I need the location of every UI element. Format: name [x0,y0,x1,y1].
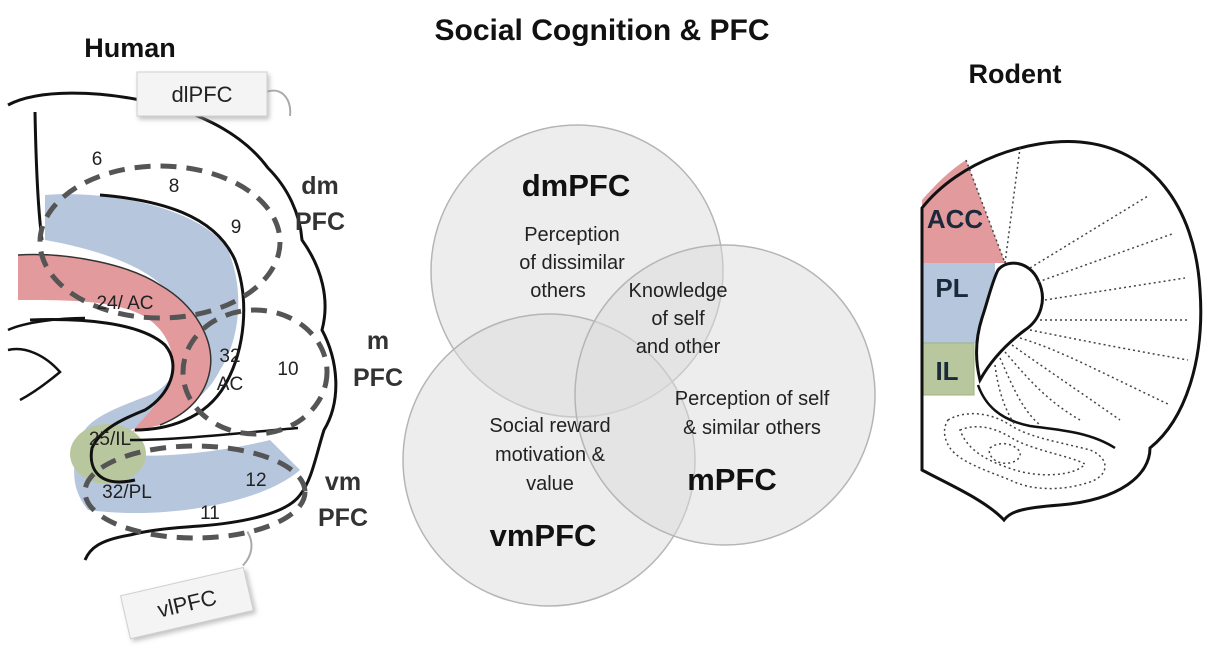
area-10-label: 10 [277,359,298,380]
dmpfc-region-label-1: dm [301,172,339,200]
dmpfc-region-label-2: PFC [295,208,345,236]
area-25-label: 25/IL [89,429,131,450]
human-cingulate-band [18,254,211,432]
human-mpfc-ellipse [180,307,330,437]
area-32pl-label: 32/PL [102,482,152,503]
human-brain-frontal-line [33,111,44,241]
area-9-label: 9 [231,217,242,238]
rodent-label: Rodent [969,59,1062,89]
human-il-region [70,424,146,484]
rodent-panel: Rodent ACC PL [920,59,1203,523]
venn-dmpfc-text-2: of dissimilar [519,252,625,274]
vlpfc-callout: vlPFC [119,531,254,640]
rodent-ventricle [975,261,1044,385]
venn-vmpfc-text-2: motivation & [495,444,606,466]
venn-dmpfc-title: dmPFC [522,168,631,203]
area-32-label: 32 [219,346,240,367]
rodent-il-region [921,342,975,396]
rodent-acc-label: ACC [927,204,984,234]
area-12-label: 12 [245,470,266,491]
venn-dmpfc-text-3: others [530,280,586,302]
diagram-title: Social Cognition & PFC [435,14,770,47]
vmpfc-region-label-1: vm [325,468,361,496]
venn-circle-mpfc [574,244,876,546]
venn-mpfc-text-1: Perception of self [675,388,830,410]
area-11-label: 11 [200,503,220,524]
dlpfc-callout-label: dlPFC [171,82,232,107]
area-8-label: 8 [169,176,180,197]
venn-vmpfc-title: vmPFC [490,518,597,553]
mpfc-region-label-2: PFC [353,364,403,392]
rodent-section-outline [920,140,1203,523]
rodent-pl-label: PL [935,273,968,303]
area-6-label: 6 [92,149,103,170]
venn-dmpfc-text-1: Perception [524,224,620,246]
area-ac-label: AC [217,374,243,395]
mpfc-region-label-1: m [367,327,389,355]
human-label: Human [84,33,176,63]
human-cingulate-outline [17,253,212,426]
rodent-il-label: IL [935,356,958,386]
venn-center-text-3: and other [636,336,721,358]
human-vmpfc-ellipse [82,443,308,541]
human-callosum-contour [99,193,246,432]
area-24-label: 24/ AC [96,293,153,314]
rodent-medial-line [976,384,1116,450]
vmpfc-region-label-2: PFC [318,504,368,532]
venn-mpfc-text-2: & similar others [683,417,821,439]
human-brain-inner-line-2 [7,347,62,402]
human-panel: Human 6 8 9 24/ AC 32 AC 10 25/IL 12 32/… [7,33,403,640]
human-dmpfc-ellipse [37,163,283,321]
venn-center-text-2: of self [651,308,705,330]
dlpfc-callout: dlPFC [136,71,292,117]
human-subcallosal-contour [29,318,175,484]
venn-center-text-1: Knowledge [629,280,728,302]
rodent-dotted-lines [943,147,1190,490]
venn-vmpfc-text-1: Social reward [489,415,610,437]
venn-vmpfc-text-3: value [526,473,574,495]
venn-diagram: dmPFC Perception of dissimilar others Kn… [402,124,876,607]
venn-mpfc-title: mPFC [687,462,777,497]
